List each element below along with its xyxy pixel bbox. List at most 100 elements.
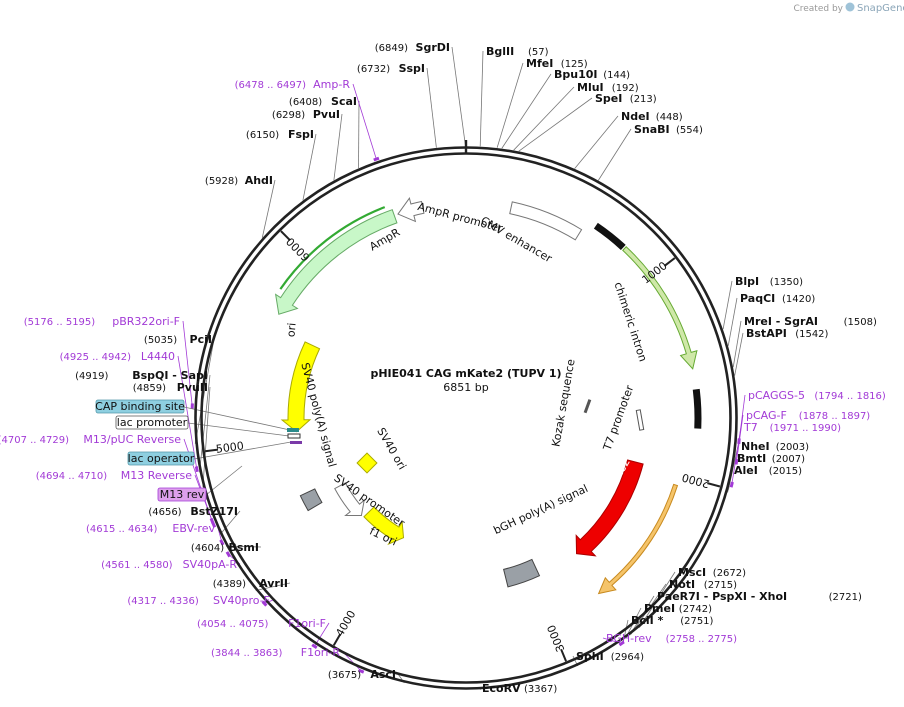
site-leader-bstz17i — [219, 510, 241, 535]
site-pos-ahdi: (5928) — [205, 176, 238, 187]
bgh-polya-shape — [503, 558, 541, 588]
lac-operator-shape — [290, 441, 302, 444]
site-name-paer7i-pspxi-xhoi: PaeR7I - PspXI - XhoI — [657, 590, 787, 603]
site-name-asci: AscI — [370, 668, 396, 681]
box-m13-rev — [157, 487, 207, 502]
plasmid-length: 6851 bp — [443, 381, 488, 394]
primer-pos-l4440: (4925 .. 4942) — [60, 352, 132, 363]
primer-pos-sv40pro-f: (4317 .. 4336) — [127, 596, 199, 607]
tick-mark-3000 — [560, 648, 567, 662]
tick-mark-4000 — [332, 633, 342, 646]
primer-pos-t7: (1971 .. 1990) — [770, 423, 842, 434]
intron-black — [692, 388, 702, 429]
site-name-snabi: SnaBI — [634, 123, 670, 136]
site-pos-paer7i-pspxi-xhoi: (2721) — [829, 592, 862, 603]
site-name-mrei-sgrai: MreI - SgrAI — [744, 315, 818, 328]
tick-mark-6000 — [280, 230, 291, 242]
primer-pos-bgh-rev: (2758 .. 2775) — [666, 634, 738, 645]
site-name-fspi: FspI — [288, 128, 314, 141]
site-name-pvuii: PvuII — [177, 381, 208, 394]
feature-label-bgh-poly-a-signal: bGH poly(A) signal — [492, 482, 591, 537]
site-name-bglii: BglII — [486, 45, 514, 58]
primer-name-ebv-rev: EBV-rev — [172, 522, 215, 535]
plasmid-name: pHIE041 CAG mKate2 (TUPV 1) — [370, 367, 561, 380]
site-leader-mlui — [513, 86, 575, 151]
site-pos-bpu10i: (144) — [603, 70, 630, 81]
box-label-lac-operator: lac operator — [128, 452, 195, 465]
site-pos-nhei: (2003) — [776, 442, 809, 453]
box-leader-lac-operator — [193, 441, 292, 460]
box-label-m13-rev: M13 rev — [160, 488, 205, 501]
site-name-nhei: NheI — [741, 440, 770, 453]
primer-name-pcag-f: pCAG-F — [746, 409, 787, 422]
site-pos-ndei: (448) — [656, 112, 683, 123]
site-pos-bspqi-sapi: (4919) — [75, 371, 108, 382]
site-name-bsmi: BsmI — [229, 541, 260, 554]
feature-label-sv40-ori: SV40 ori — [374, 425, 408, 472]
site-pos-bstz17i: (4656) — [148, 507, 181, 518]
site-pos-sphi: (2964) — [611, 652, 644, 663]
chimeric-intron-arc — [622, 246, 698, 370]
site-name-blpi: BlpI — [735, 275, 759, 288]
feature-label-t7-promoter: T7 promoter — [600, 383, 636, 453]
primer-name-m13-puc-reverse: M13/pUC Reverse — [83, 433, 181, 446]
site-leader-pvui — [333, 113, 343, 181]
site-leader-mrei-sgrai — [732, 320, 742, 368]
sv40-ori-shape — [356, 452, 378, 474]
primer-leader-amp-r — [352, 83, 377, 160]
box-leader-lac-promoter — [187, 422, 290, 437]
feature-shapes — [274, 197, 702, 595]
site-leader-sspi — [426, 67, 437, 148]
sv40-polya-shape — [299, 488, 323, 512]
backbone-inner-ring — [200, 152, 732, 684]
snapgene-logo-icon — [845, 2, 855, 12]
site-pos-blpi: (1350) — [770, 277, 803, 288]
box-lac-operator — [127, 451, 195, 466]
box-cap-binding-site — [95, 399, 185, 414]
site-pos-mfei: (125) — [561, 59, 588, 70]
primer-name-l4440: L4440 — [141, 350, 175, 363]
site-pos-alei: (2015) — [769, 466, 802, 477]
primer-name-f1ori-r: F1ori-R — [301, 646, 341, 659]
primer-leader-l4440 — [177, 355, 198, 470]
site-name-bmti: BmtI — [737, 452, 766, 465]
site-pos-scai: (6408) — [289, 97, 322, 108]
primer-pos-m13-reverse: (4694 .. 4710) — [36, 471, 108, 482]
tick-label-5000: 5000 — [215, 439, 244, 455]
credit-brand: SnapGene — [857, 3, 904, 14]
primer-name-t7: T7 — [743, 421, 758, 434]
tick-mark-1000 — [663, 257, 676, 267]
site-name-sgrdi: SgrDI — [416, 41, 450, 54]
site-name-pvui: PvuI — [313, 108, 340, 121]
site-pos-pmei: (2742) — [679, 604, 712, 615]
site-pos-bcli: (2751) — [680, 616, 713, 627]
site-name-alei: AleI — [734, 464, 758, 477]
tick-mark-5000 — [204, 448, 219, 453]
lac-promoter-shape — [287, 433, 301, 439]
site-leader-spei — [518, 97, 593, 152]
site-leader-paqci — [727, 297, 738, 346]
site-name-bcli: BclI * — [631, 614, 664, 627]
orange-arc — [597, 483, 679, 595]
primer-pos-amp-r: (6478 .. 6497) — [235, 80, 307, 91]
kozak-shape — [583, 399, 592, 414]
primer-pos-f1ori-f: (4054 .. 4075) — [197, 619, 269, 630]
backbone-circle — [194, 140, 738, 690]
site-pos-asci: (3675) — [328, 670, 361, 681]
primer-pos-pcag-f: (1878 .. 1897) — [799, 411, 871, 422]
site-pos-ecorv: (3367) — [524, 684, 557, 695]
feature-label-chimeric-intron: chimeric intron — [611, 280, 649, 363]
site-pos-mrei-sgrai: (1508) — [844, 317, 877, 328]
box-lac-promoter — [115, 415, 189, 430]
site-name-mlui: MluI — [577, 81, 604, 94]
primer-name-pcaggs-5: pCAGGS-5 — [748, 389, 805, 402]
primer-leader-pcag-f — [736, 414, 744, 462]
site-name-pcii: PciI — [190, 333, 212, 346]
site-leader-ndei — [574, 115, 619, 169]
site-leader-ahdi — [261, 179, 276, 238]
site-pos-bmti: (2007) — [772, 454, 805, 465]
site-leader-snabi — [597, 128, 632, 181]
site-leader-fspi — [302, 133, 317, 201]
